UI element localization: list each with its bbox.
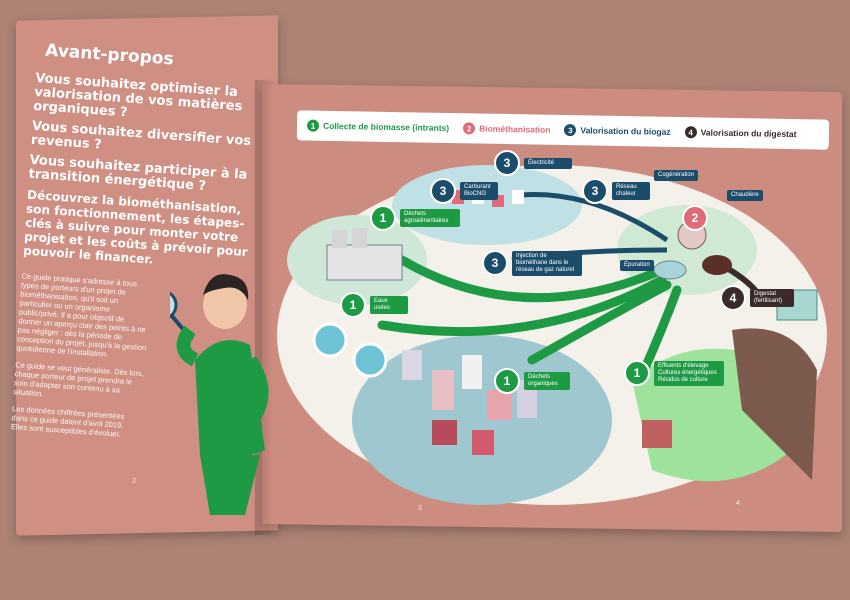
field-zone: [732, 328, 817, 480]
label-text: Épuration: [620, 260, 654, 271]
label-text: Cogénération: [654, 170, 699, 181]
step-badge: 3: [482, 250, 508, 276]
legend-number: 3: [564, 124, 577, 137]
label-dechets-organiques: 1 Déchets organiques: [494, 368, 570, 394]
step-badge: 1: [370, 205, 396, 231]
label-text: Déchets agroalimentaires: [400, 209, 460, 227]
legend-number: 2: [463, 122, 476, 135]
label-digestat: 4 Digestat (fertilisant): [720, 285, 794, 311]
magnifier-glass-icon: [170, 291, 178, 319]
label-text: Carburant BioCNG: [460, 182, 498, 200]
label-electricite: 3 Électricité: [494, 150, 572, 176]
page-number-right-b: 4: [736, 500, 740, 507]
label-text: Déchets organiques: [524, 372, 570, 390]
label-text: Chaudière: [727, 190, 763, 201]
map-illustration: [277, 165, 827, 505]
step-badge: 1: [340, 292, 366, 318]
step-badge: 3: [430, 178, 456, 204]
label-eaux-usees: 1 Eaux usées: [340, 292, 408, 318]
page-number-left: 2: [132, 478, 136, 485]
label-cogeneration: Cogénération: [654, 170, 699, 181]
step-badge: 3: [582, 178, 608, 204]
label-biomethanisation: 2: [682, 205, 708, 231]
label-text: Eaux usées: [370, 296, 408, 314]
step-badge: 1: [494, 368, 520, 394]
paragraph-2: Ce guide se veut généraliste. Dès lors, …: [13, 360, 145, 399]
legend-item-digestat: 4 Valorisation du digestat: [684, 126, 797, 140]
legend-number: 1: [306, 119, 320, 132]
step-badge: 4: [720, 285, 746, 311]
step-badge: 2: [682, 205, 708, 231]
paragraph-1: Ce guide pratique s'adresse à tous types…: [16, 271, 147, 359]
label-effluents: 1 Effluents d'élevage Cultures énergétiq…: [624, 360, 724, 386]
label-text: Effluents d'élevage Cultures énergétique…: [654, 360, 724, 386]
legend-item-biomethanisation: 2 Biométhanisation: [463, 122, 551, 136]
label-text: Injection de biométhane dans le réseau d…: [512, 250, 582, 276]
legend-label: Valorisation du biogaz: [580, 125, 671, 137]
page-number-right-a: 3: [418, 505, 422, 512]
legend-item-collecte: 1 Collecte de biomasse (intrants): [306, 119, 450, 134]
label-dechets-agroalimentaires: 1 Déchets agroalimentaires: [370, 205, 460, 231]
label-chaudiere: Chaudière: [727, 190, 763, 201]
biomethanisation-map: 1 Déchets agroalimentaires 1 Eaux usées …: [272, 150, 832, 520]
label-carburant: 3 Carburant BioCNG: [430, 178, 498, 204]
label-text: Réseau chaleur: [612, 182, 650, 200]
legend-item-biogaz: 3 Valorisation du biogaz: [564, 124, 671, 138]
label-epuration: Épuration: [620, 260, 654, 271]
legend-number: 4: [684, 126, 697, 139]
paragraph-3: Les données chiffrées présentées dans ce…: [10, 404, 125, 439]
legend-label: Valorisation du digestat: [700, 127, 797, 140]
label-injection: 3 Injection de biométhane dans le réseau…: [482, 250, 582, 276]
label-text: Électricité: [524, 157, 572, 169]
person-illustration: [170, 274, 269, 515]
step-badge: 1: [624, 360, 650, 386]
label-text: Digestat (fertilisant): [750, 289, 794, 307]
legend-label: Collecte de biomasse (intrants): [322, 120, 450, 134]
label-reseau-chaleur: 3 Réseau chaleur: [582, 178, 650, 204]
step-badge: 3: [494, 150, 520, 176]
legend-label: Biométhanisation: [479, 123, 551, 135]
